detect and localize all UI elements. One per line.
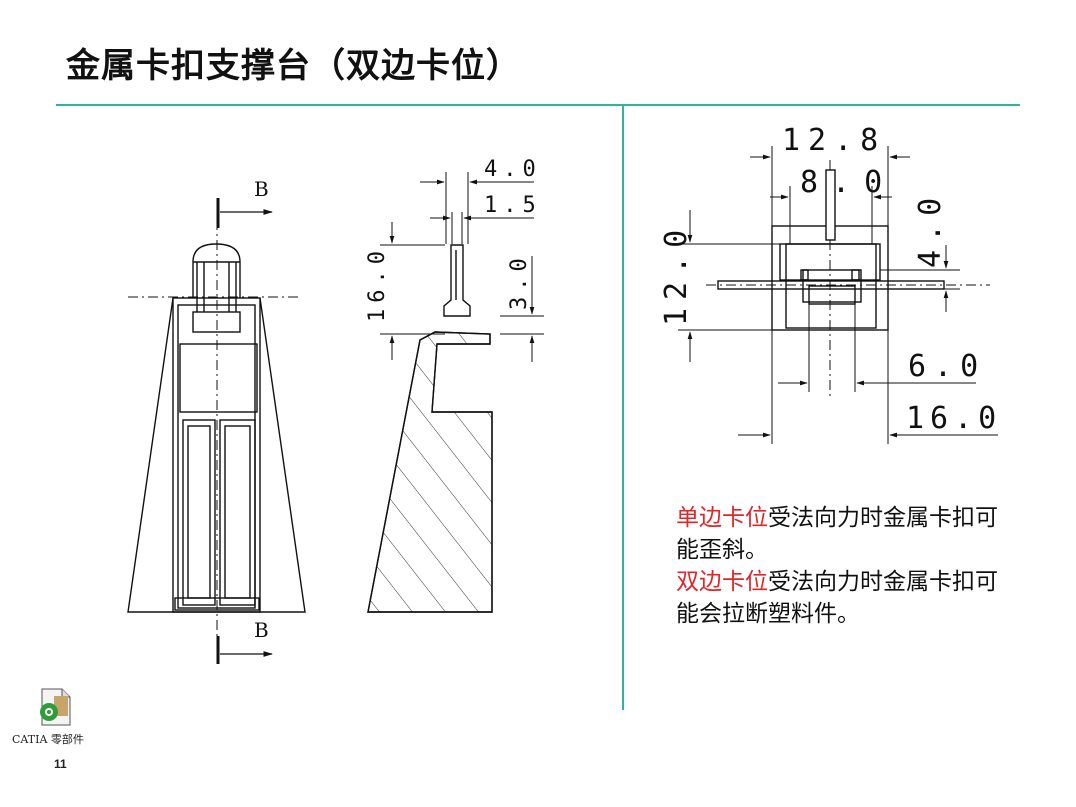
section-dims [380, 172, 544, 362]
dim-tip-height: 3.0 [507, 252, 532, 310]
note-text: 受法向力时金属卡扣可能歪斜。 [676, 505, 998, 563]
section-view [367, 244, 493, 613]
top-view-dims [678, 146, 998, 444]
notes: 单边卡位受法向力时金属卡扣可能歪斜。 双边卡位受法向力时金属卡扣可能会拉断塑料件… [676, 502, 1006, 630]
dim-depth: 12.0 [659, 222, 694, 326]
dim-height: 16.0 [365, 245, 390, 322]
catia-label: CATIA 零部件 [12, 733, 84, 746]
note-single-side: 单边卡位受法向力时金属卡扣可能歪斜。 [676, 502, 1006, 566]
column-divider [622, 106, 624, 710]
section-mark-bottom: B [254, 618, 269, 642]
dim-slot-width: 1.5 [484, 193, 542, 218]
title-underline [56, 104, 1020, 106]
dim-base: 16.0 [906, 401, 1002, 436]
top-view [706, 160, 990, 400]
slide-title: 金属卡扣支撑台（双边卡位） [66, 46, 521, 86]
note-text: 受法向力时金属卡扣可能会拉断塑料件。 [676, 569, 998, 627]
note-highlight: 单边卡位 [676, 505, 768, 531]
section-mark-top: B [254, 177, 269, 201]
note-double-side: 双边卡位受法向力时金属卡扣可能会拉断塑料件。 [676, 566, 1006, 630]
dim-tab: 4.0 [913, 190, 948, 268]
dim-overall-width: 12.8 [782, 123, 886, 158]
front-view [127, 198, 306, 664]
catia-part-icon [40, 688, 71, 726]
page-number: 11 [54, 757, 67, 771]
dim-slot: 6.0 [908, 349, 986, 384]
note-highlight: 双边卡位 [676, 569, 768, 595]
dim-top-width: 4.0 [484, 157, 542, 182]
dim-inner-width: 8.0 [800, 165, 896, 200]
